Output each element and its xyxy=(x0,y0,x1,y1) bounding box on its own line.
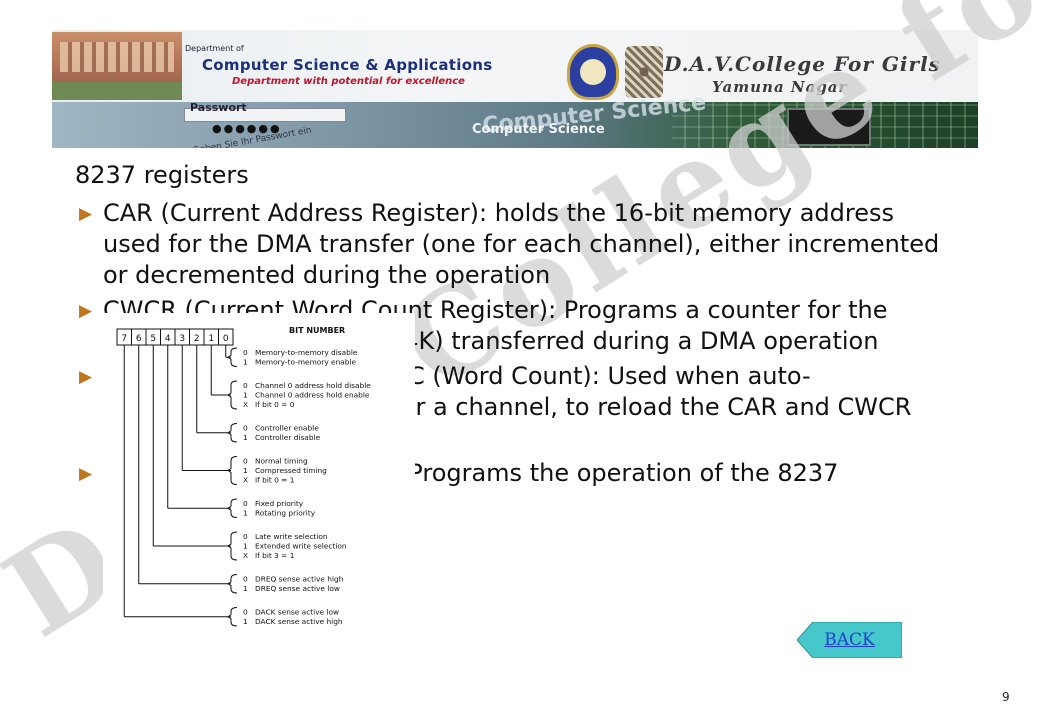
bit-label: 6 xyxy=(136,334,142,344)
bullet-arrow-icon: ▶ xyxy=(79,300,93,321)
bullet-arrow-icon: ▶ xyxy=(79,204,93,224)
bit-description: Normal timing xyxy=(255,457,308,466)
back-button-label[interactable]: BACK xyxy=(824,630,875,650)
bit-description: DACK sense active high xyxy=(255,617,343,626)
bit-description: Compressed timing xyxy=(255,466,327,475)
bit-value: 1 xyxy=(243,509,248,518)
back-button[interactable]: BACK xyxy=(796,621,903,659)
bit-description: Rotating priority xyxy=(255,509,316,518)
bit-value: 0 xyxy=(243,532,248,541)
bit-label: 5 xyxy=(150,334,156,344)
group-brace xyxy=(227,574,238,594)
bit-value: 1 xyxy=(243,391,248,400)
bullet-item-car: ▶ CAR (Current Address Register): holds t… xyxy=(75,198,955,291)
group-brace xyxy=(227,347,238,367)
bit-label: 0 xyxy=(223,334,229,344)
bit-description: Memory-to-memory enable xyxy=(255,358,357,367)
bit-value: 1 xyxy=(243,358,248,367)
computer-science-label: Computer Science xyxy=(472,122,605,137)
bit-label: 4 xyxy=(165,334,171,344)
chip-image xyxy=(787,108,871,146)
group-brace xyxy=(227,423,238,443)
slide-title: 8237 registers xyxy=(75,161,249,189)
password-label: Passwort xyxy=(190,101,247,114)
bit-value: 1 xyxy=(243,542,248,551)
bit-description: If bit 3 = 1 xyxy=(255,551,295,560)
bit-label: 3 xyxy=(179,334,185,344)
bit-label: 2 xyxy=(194,334,200,344)
bit-description: Fixed priority xyxy=(255,499,304,508)
bit-value: X xyxy=(243,476,248,485)
bit-description: If bit 0 = 1 xyxy=(255,476,295,485)
bit-value: 1 xyxy=(243,433,248,442)
bit-description: DACK sense active low xyxy=(255,608,339,617)
password-field-image xyxy=(184,108,346,122)
bit-description: Late write selection xyxy=(255,532,328,541)
group-brace xyxy=(227,456,238,485)
ornament-icon xyxy=(625,46,663,98)
bit-value: 0 xyxy=(243,457,248,466)
bit-description: DREQ sense active high xyxy=(255,575,344,584)
bit-value: 1 xyxy=(243,466,248,475)
group-brace xyxy=(227,531,238,561)
group-brace xyxy=(227,607,238,627)
department-tagline: Department with potential for excellence xyxy=(232,76,465,87)
department-name: Computer Science & Applications xyxy=(202,56,493,74)
bit-value: 0 xyxy=(243,381,248,390)
banner-top-strip xyxy=(52,30,978,102)
group-brace xyxy=(227,380,238,410)
page-number: 9 xyxy=(1002,690,1010,704)
college-city: Yamuna Nagar xyxy=(712,78,848,96)
bit-value: 0 xyxy=(243,424,248,433)
bit-value: 0 xyxy=(243,499,248,508)
bit-value: X xyxy=(243,400,248,409)
bit-description: Extended write selection xyxy=(255,542,347,551)
bit-label: 1 xyxy=(208,334,214,344)
bit-description: Memory-to-memory disable xyxy=(255,348,358,357)
bit-description: Channel 0 address hold enable xyxy=(255,391,370,400)
banner-bottom-strip: Passwort ●●●●●● Geben Sie Ihr Passwort e… xyxy=(52,90,978,148)
bullet-arrow-icon: ▶ xyxy=(79,366,93,387)
bit-value: 0 xyxy=(243,348,248,357)
college-emblem-icon xyxy=(567,44,619,100)
bit-description: Channel 0 address hold disable xyxy=(255,381,371,390)
bit-label: 7 xyxy=(121,334,127,344)
college-building-photo xyxy=(52,32,182,100)
bit-description: Controller disable xyxy=(255,433,321,442)
bit-value: 0 xyxy=(243,608,248,617)
bit-value: 1 xyxy=(243,584,248,593)
password-dots: ●●●●●● xyxy=(212,122,282,135)
bit-number-header: BIT NUMBER xyxy=(289,326,345,335)
bit-value: 1 xyxy=(243,617,248,626)
bit-description: DREQ sense active low xyxy=(255,584,340,593)
bit-description: If bit 0 = 0 xyxy=(255,400,295,409)
bit-value: X xyxy=(243,551,248,560)
bullet-arrow-icon: ▶ xyxy=(79,463,93,484)
bit-description: Controller enable xyxy=(255,424,319,433)
college-name: D.A.V.College For Girls xyxy=(664,52,941,76)
group-brace xyxy=(227,498,238,518)
dept-of-label: Department of xyxy=(185,44,244,53)
bullet-text: CAR (Current Address Register): holds th… xyxy=(103,199,940,289)
header-banner: Department of Computer Science & Applica… xyxy=(52,30,978,148)
bit-value: 0 xyxy=(243,575,248,584)
